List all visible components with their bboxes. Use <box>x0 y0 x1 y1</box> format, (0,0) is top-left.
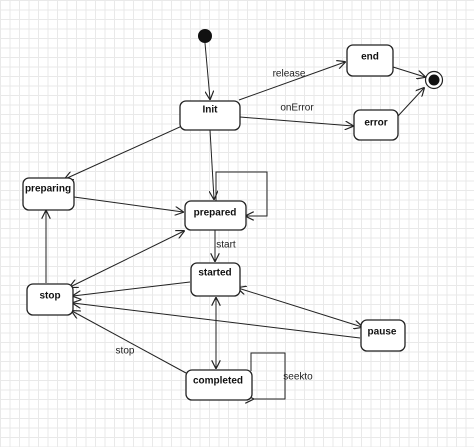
label-start: start <box>216 240 236 251</box>
state-init[interactable]: Init <box>179 100 241 131</box>
state-pause-label: pause <box>368 327 397 338</box>
state-init-label: Init <box>203 105 219 116</box>
edge-stop-prepared <box>70 231 184 287</box>
edge-preparing-prepared <box>73 196 183 212</box>
edge-init-prepared <box>210 129 214 199</box>
label-on-error: onError <box>280 103 314 114</box>
edge-pause-started <box>238 288 362 327</box>
initial-state-dot <box>198 29 212 43</box>
state-completed[interactable]: completed <box>185 369 253 401</box>
edge-started-stop <box>73 281 191 296</box>
label-stop: stop <box>116 346 135 357</box>
edge-init-error <box>239 116 353 126</box>
label-release: release <box>273 69 306 80</box>
edge-end-final <box>392 66 425 77</box>
state-preparing[interactable]: preparing <box>22 177 75 211</box>
state-error[interactable]: error <box>353 109 399 141</box>
state-stop[interactable]: stop <box>26 283 74 316</box>
edge-prepared-self <box>215 171 268 216</box>
label-seekto: seekto <box>283 372 313 383</box>
state-preparing-label: preparing <box>25 184 71 195</box>
state-stop-label: stop <box>39 291 60 302</box>
edge-start-init <box>204 42 210 99</box>
edge-completed-stop <box>72 311 187 374</box>
state-started-label: started <box>198 268 231 279</box>
state-prepared[interactable]: prepared <box>184 200 247 231</box>
state-end[interactable]: end <box>346 44 394 77</box>
state-error-label: error <box>364 118 387 129</box>
edge-init-preparing <box>65 125 183 179</box>
edge-completed-self <box>250 352 286 399</box>
transitions <box>46 42 425 399</box>
state-pause[interactable]: pause <box>360 319 406 352</box>
final-state <box>424 70 444 90</box>
state-started[interactable]: started <box>190 262 241 297</box>
state-completed-label: completed <box>193 376 243 387</box>
edge-error-final <box>397 88 424 117</box>
edge-pause-stop <box>73 303 361 339</box>
state-prepared-label: prepared <box>194 208 237 219</box>
state-end-label: end <box>361 52 379 63</box>
edge-init-end <box>238 62 345 101</box>
